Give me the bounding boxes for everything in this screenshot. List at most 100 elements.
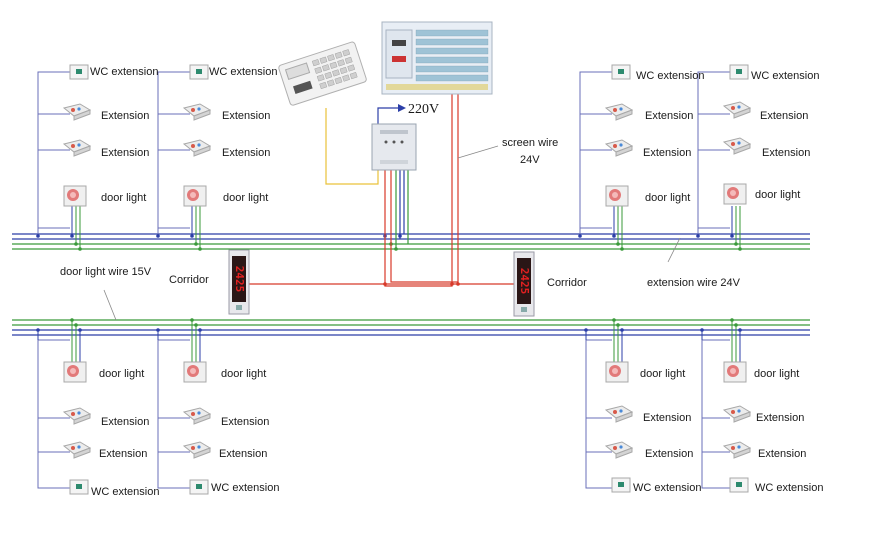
room-top-right-a: [605, 64, 633, 207]
label-extension: Extension: [222, 147, 270, 159]
label-extension-wire: extension wire 24V: [647, 277, 741, 289]
label-extension: Extension: [219, 448, 267, 460]
label-220v: 220V: [408, 102, 439, 117]
wc-pull-cord-icon: [611, 477, 631, 493]
label-extension: Extension: [221, 416, 269, 428]
label-door-light: door light: [755, 189, 800, 201]
label-extension: Extension: [756, 412, 804, 424]
label-extension: Extension: [645, 110, 693, 122]
call-extension-icon: [723, 137, 751, 155]
door-light-icon: [605, 361, 629, 383]
red-screen-wire-1: [384, 90, 453, 287]
room-risers: [37, 71, 730, 489]
corridor-display-right: 2425: [513, 251, 535, 317]
label-extension: Extension: [101, 110, 149, 122]
door-light-icon: [183, 361, 207, 383]
wc-pull-cord-icon: [729, 64, 749, 80]
door-light-icon: [63, 361, 87, 383]
red-screen-wire-2: [390, 90, 459, 283]
call-extension-icon: [183, 441, 211, 459]
label-wc-extension: WC extension: [755, 482, 823, 494]
leader-lines: [103, 145, 681, 321]
lower-bus: [12, 319, 810, 336]
wc-pull-cord-icon: [729, 477, 749, 493]
label-extension: Extension: [643, 147, 691, 159]
label-extension: Extension: [760, 110, 808, 122]
label-wc-extension: WC extension: [209, 66, 277, 78]
label-corridor-right: Corridor: [547, 277, 587, 289]
call-extension-icon: [63, 407, 91, 425]
wc-pull-cord-icon: [189, 64, 209, 80]
label-screen-wire-voltage: 24V: [520, 154, 540, 166]
door-light-icon: [723, 361, 747, 383]
label-wc-extension: WC extension: [751, 70, 819, 82]
label-extension: Extension: [645, 448, 693, 460]
label-extension: Extension: [101, 416, 149, 428]
call-extension-icon: [605, 103, 633, 121]
room-bottom-right-b: [723, 361, 751, 493]
wc-pull-cord-icon: [611, 64, 631, 80]
label-extension: Extension: [758, 448, 806, 460]
label-door-light: door light: [221, 368, 266, 380]
call-extension-icon: [183, 407, 211, 425]
corridor-display-digits-right: 2425: [518, 268, 531, 295]
door-light-drops-upper: [71, 206, 741, 249]
door-light-icon: [605, 185, 629, 207]
door-light-drops-lower: [37, 320, 741, 362]
call-extension-icon: [723, 101, 751, 119]
junction-dots: [36, 234, 742, 332]
room-top-left-b: [183, 64, 211, 207]
label-door-light: door light: [101, 192, 146, 204]
call-extension-icon: [605, 441, 633, 459]
label-extension: Extension: [643, 412, 691, 424]
wc-pull-cord-icon: [69, 64, 89, 80]
wc-pull-cord-icon: [69, 479, 89, 495]
room-bottom-left-a: [63, 361, 91, 495]
room-bottom-right-a: [605, 361, 633, 493]
power-supply-wiring: [240, 90, 520, 287]
corridor-display-left: 2425: [228, 249, 250, 315]
call-extension-icon: [63, 103, 91, 121]
master-console: [278, 41, 367, 106]
label-wc-extension: WC extension: [90, 66, 158, 78]
call-extension-icon: [63, 441, 91, 459]
call-extension-icon: [605, 405, 633, 423]
label-door-light: door light: [754, 368, 799, 380]
room-top-left-a: [63, 64, 91, 207]
door-light-icon: [63, 185, 87, 207]
label-door-light: door light: [223, 192, 268, 204]
red-junctions: [383, 282, 460, 286]
label-extension: Extension: [99, 448, 147, 460]
label-extension: Extension: [222, 110, 270, 122]
upper-bus: [12, 233, 810, 250]
label-door-light-wire: door light wire 15V: [60, 266, 152, 278]
label-corridor-left: Corridor: [169, 274, 209, 286]
label-door-light: door light: [645, 192, 690, 204]
monitor-panel: [381, 21, 493, 95]
wc-pull-cord-icon: [189, 479, 209, 495]
door-light-icon: [723, 183, 747, 205]
door-light-icon: [183, 185, 207, 207]
call-extension-icon: [723, 441, 751, 459]
labels: WC extension Extension Extension door li…: [60, 66, 823, 498]
label-wc-extension: WC extension: [633, 482, 701, 494]
label-door-light: door light: [99, 368, 144, 380]
corridor-display-digits-left: 2425: [233, 266, 246, 293]
label-wc-extension: WC extension: [211, 482, 279, 494]
call-extension-icon: [605, 139, 633, 157]
call-extension-icon: [723, 405, 751, 423]
call-extension-icon: [183, 103, 211, 121]
label-extension: Extension: [101, 147, 149, 159]
power-supply: [371, 123, 417, 171]
call-extension-icon: [183, 139, 211, 157]
label-screen-wire: screen wire: [502, 137, 558, 149]
call-extension-icon: [63, 139, 91, 157]
label-wc-extension: WC extension: [636, 70, 704, 82]
label-extension: Extension: [762, 147, 810, 159]
mains-220v-wire: [377, 107, 398, 124]
label-door-light: door light: [640, 368, 685, 380]
yellow-console-wire: [325, 108, 379, 185]
label-wc-extension: WC extension: [91, 486, 159, 498]
room-top-right-b: [723, 64, 751, 205]
